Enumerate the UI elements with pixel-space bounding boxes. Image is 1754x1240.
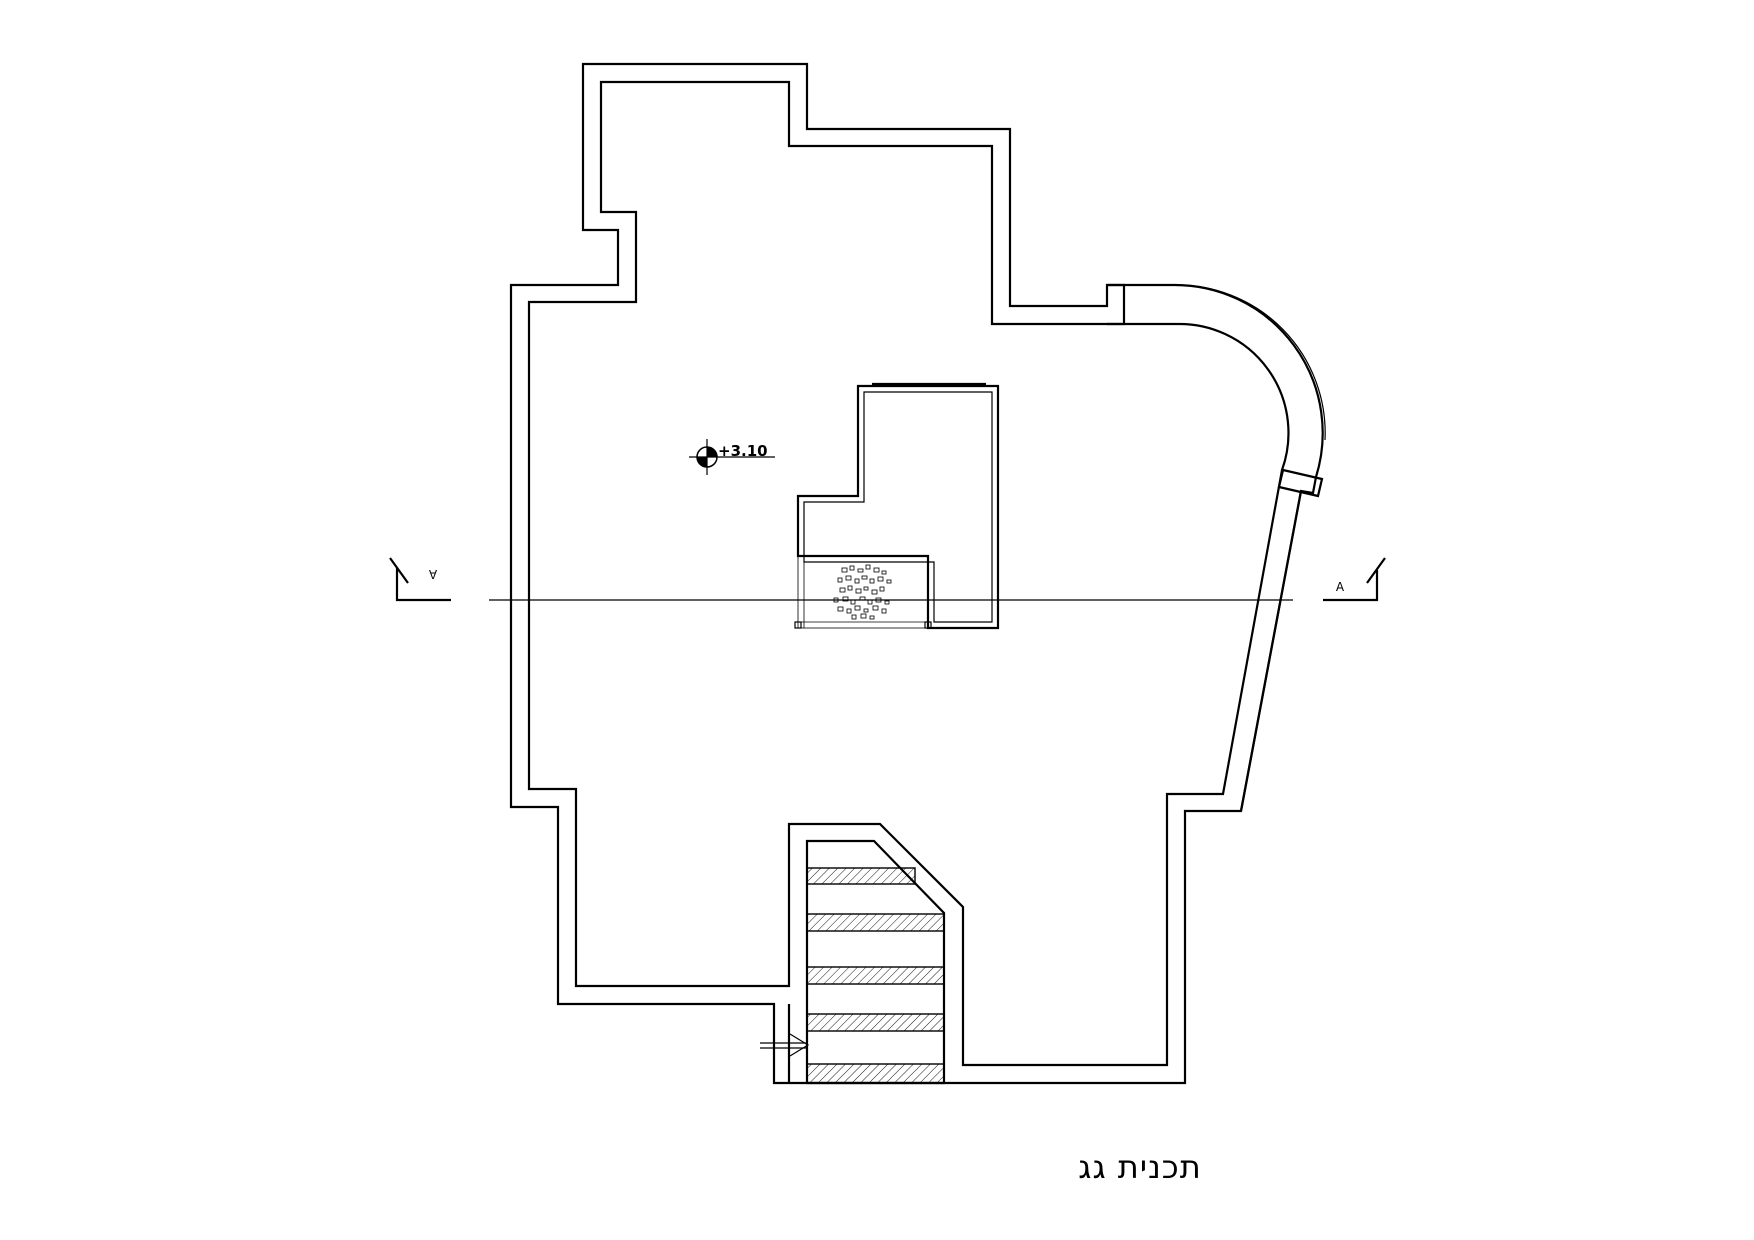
gravel-symbol [833,564,892,620]
entry-arrow-icon [760,1033,810,1057]
elevation-label: +3.10 [718,442,768,460]
section-label-right: A [1336,580,1345,594]
section-line [389,557,1386,602]
staircase [787,839,946,1085]
roof-opening [794,382,1000,630]
curved-wall [1107,283,1326,812]
drawing-title: תכנית גג [1078,1148,1202,1186]
elevation-marker [689,439,775,475]
section-label-left: A [428,567,437,581]
